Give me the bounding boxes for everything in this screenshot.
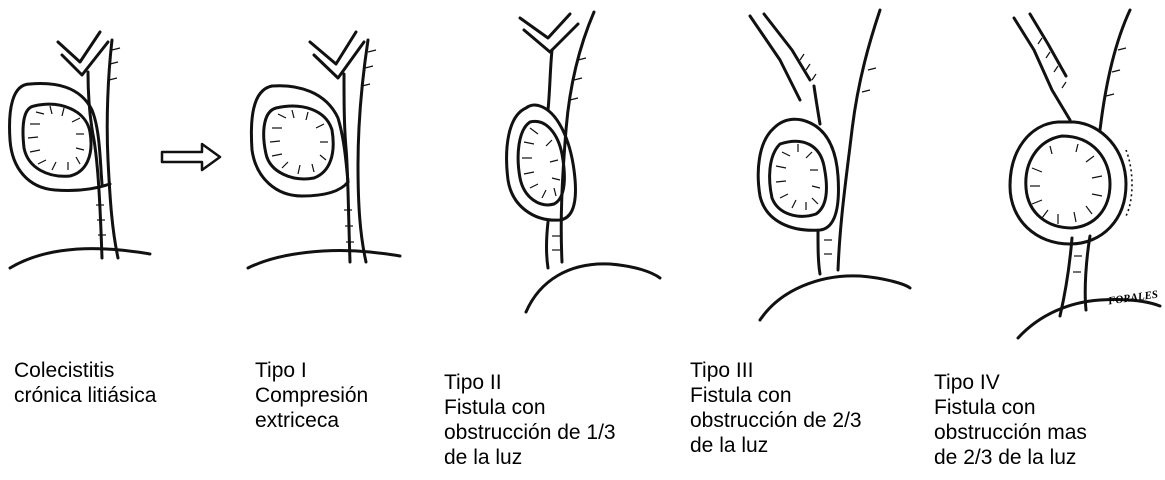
caption-line: de 2/3 de la luz bbox=[934, 445, 1087, 470]
illustration-type-ii bbox=[490, 0, 660, 330]
illustration-type-iii bbox=[740, 0, 910, 330]
caption-type-iii: Tipo III Fistula con obstrucción de 2/3 … bbox=[690, 358, 862, 458]
caption-line: Fistula con bbox=[690, 383, 862, 408]
caption-line: obstrucción mas bbox=[934, 420, 1087, 445]
caption-line: extriceca bbox=[255, 408, 368, 433]
caption-line: de la luz bbox=[690, 433, 862, 458]
caption-type-ii: Tipo II Fistula con obstrucción de 1/3 d… bbox=[444, 370, 616, 470]
caption-line: crónica litiásica bbox=[14, 383, 156, 408]
caption-line: Tipo III bbox=[690, 358, 862, 383]
caption-line: de la luz bbox=[444, 445, 616, 470]
caption-type-i: Tipo I Compresión extriceca bbox=[255, 358, 368, 433]
caption-line: Fistula con bbox=[444, 395, 616, 420]
caption-line: obstrucción de 1/3 bbox=[444, 420, 616, 445]
caption-line: Compresión bbox=[255, 383, 368, 408]
caption-line: obstrucción de 2/3 bbox=[690, 408, 862, 433]
caption-line: Tipo IV bbox=[934, 370, 1087, 395]
caption-line: Tipo II bbox=[444, 370, 616, 395]
caption-line: Colecistitis bbox=[14, 358, 156, 383]
illustration-chronic-cholecystitis bbox=[0, 0, 150, 330]
caption-chronic-cholecystitis: Colecistitis crónica litiásica bbox=[14, 358, 156, 408]
illustration-type-i bbox=[240, 0, 400, 330]
transition-arrow-icon bbox=[158, 0, 228, 330]
illustration-type-iv: FORALES bbox=[990, 0, 1165, 330]
caption-line: Fistula con bbox=[934, 395, 1087, 420]
caption-type-iv: Tipo IV Fistula con obstrucción mas de 2… bbox=[934, 370, 1087, 470]
caption-line: Tipo I bbox=[255, 358, 368, 383]
